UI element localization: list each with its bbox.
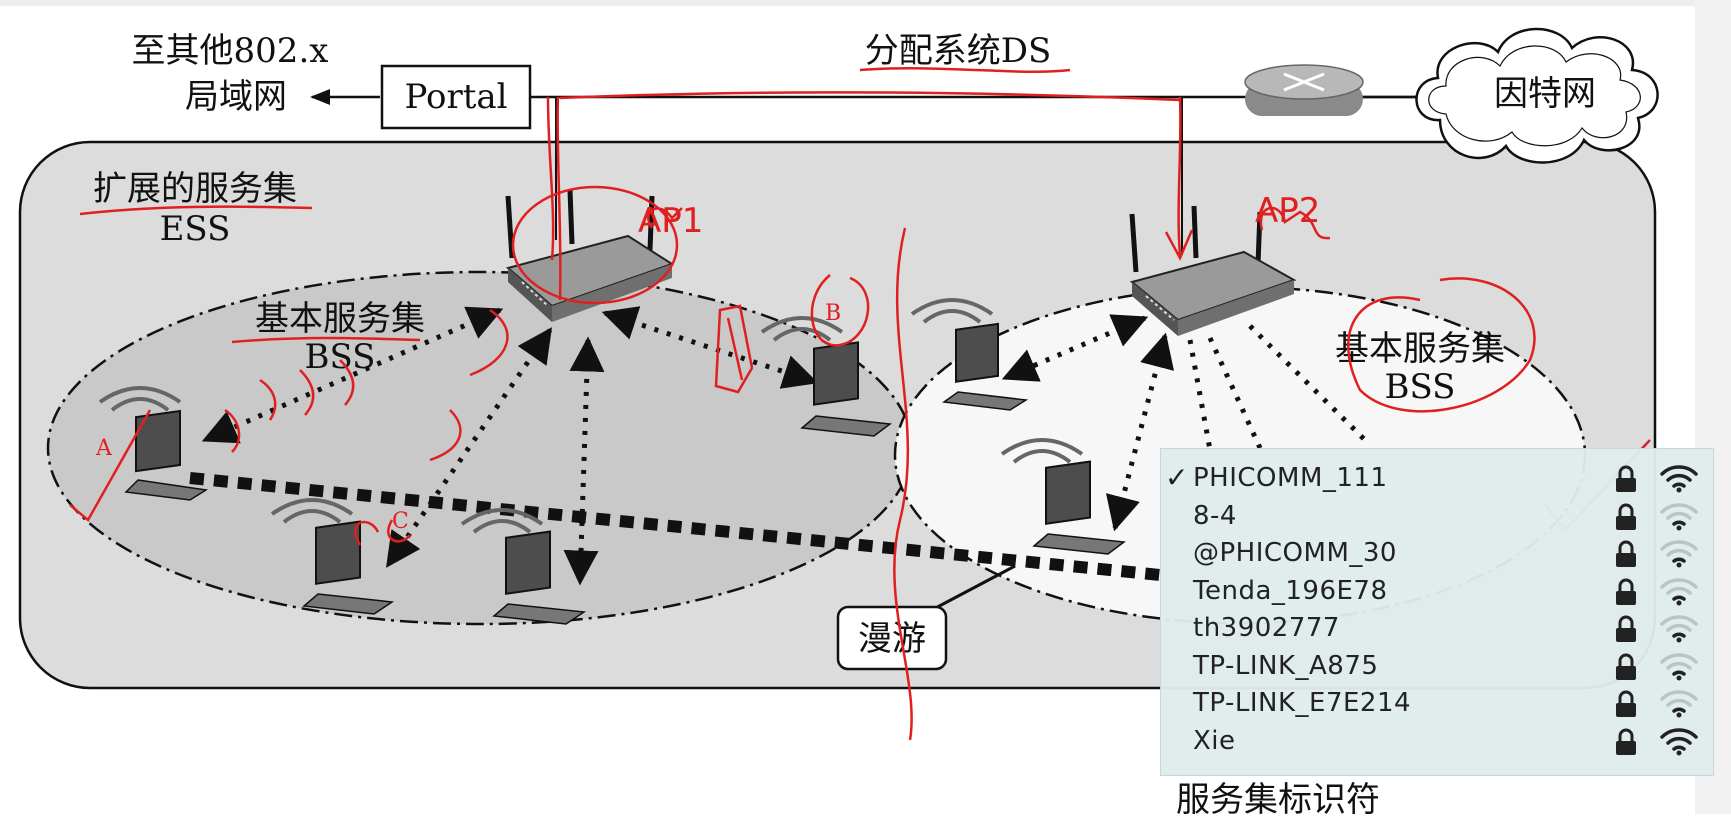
wifi-signal-icon [1660, 652, 1698, 680]
wifi-network-item[interactable]: 8-4 [1161, 497, 1713, 535]
wifi-ssid-label: TP-LINK_A875 [1193, 650, 1379, 681]
portal-label: Portal [404, 77, 507, 117]
roaming-callout-pointer [927, 564, 1016, 614]
router-icon [1244, 64, 1364, 116]
top-shade [0, 0, 1731, 6]
roaming-label: 漫游 [858, 619, 926, 659]
bss-right-label-1: 基本服务集 [1335, 329, 1505, 369]
annotation-b: B [825, 301, 841, 326]
wifi-ssid-label: Xie [1193, 725, 1236, 756]
lock-icon [1616, 503, 1636, 530]
wifi-signal-icon [1660, 465, 1698, 493]
left-network-label-1: 至其他802.x [132, 31, 329, 71]
laptop-a-icon [98, 386, 209, 501]
left-network-label-2: 局域网 [185, 77, 287, 117]
bss-left-label-2: BSS [305, 337, 376, 377]
ap2-links [1001, 314, 1372, 532]
wifi-network-item[interactable]: Xie [1161, 722, 1713, 760]
wifi-network-item[interactable]: TP-LINK_A875 [1161, 647, 1713, 685]
wifi-ssid-label: 8-4 [1193, 500, 1237, 531]
ds-label: 分配系统DS [865, 31, 1052, 71]
annotation-ap1: AP1 [638, 201, 703, 241]
wifi-network-item[interactable]: @PHICOMM_30 [1161, 534, 1713, 572]
bss-left-label-1: 基本服务集 [255, 299, 425, 339]
wifi-signal-icon [1660, 540, 1698, 568]
access-point-2-icon [1129, 205, 1297, 336]
ap1-links [201, 306, 819, 586]
internet-label: 因特网 [1494, 74, 1596, 114]
lock-icon [1616, 653, 1636, 680]
lock-icon [1616, 540, 1636, 567]
laptop-f-icon [1000, 438, 1126, 555]
lock-icon [1616, 615, 1636, 642]
laptop-c-icon [270, 498, 395, 615]
wifi-signal-icon [1660, 577, 1698, 605]
wifi-network-item[interactable]: Tenda_196E78 [1161, 572, 1713, 610]
wifi-signal-icon [1660, 502, 1698, 530]
wifi-network-item[interactable]: th3902777 [1161, 609, 1713, 647]
wifi-signal-icon [1660, 727, 1698, 755]
ess-label-1: 扩展的服务集 [93, 169, 297, 209]
lock-icon [1616, 465, 1636, 492]
annotation-ap2: AP2 [1255, 191, 1320, 231]
laptop-d-icon [460, 508, 587, 625]
wifi-ssid-label: th3902777 [1193, 613, 1340, 643]
access-point-1-icon [505, 189, 675, 322]
wifi-network-item[interactable]: ✓PHICOMM_111 [1161, 459, 1713, 497]
wifi-signal-icon [1660, 615, 1698, 643]
roaming-path [189, 472, 1161, 581]
bss-right-label-2: BSS [1385, 367, 1456, 407]
laptop-b-icon [760, 316, 892, 437]
annotation-a: A [95, 436, 113, 461]
checkmark-icon: ✓ [1165, 461, 1189, 494]
annotation-c: C [392, 509, 409, 534]
wifi-network-item[interactable]: TP-LINK_E7E214 [1161, 684, 1713, 722]
portal-box [380, 64, 532, 130]
cloud-icon [1415, 27, 1659, 164]
wifi-ssid-label: TP-LINK_E7E214 [1193, 688, 1412, 718]
ess-label-2: ESS [160, 209, 231, 249]
wifi-ssid-label: Tenda_196E78 [1193, 575, 1388, 606]
lock-icon [1616, 578, 1636, 605]
laptop-e-icon [910, 298, 1029, 411]
wifi-signal-icon [1660, 690, 1698, 718]
wifi-ssid-label: PHICOMM_111 [1193, 463, 1388, 493]
lock-icon [1616, 690, 1636, 717]
roaming-callout-box [836, 605, 948, 671]
lock-icon [1616, 728, 1636, 755]
wifi-ssid-label: @PHICOMM_30 [1193, 538, 1397, 568]
ssid-caption: 服务集标识符 [1176, 780, 1380, 820]
